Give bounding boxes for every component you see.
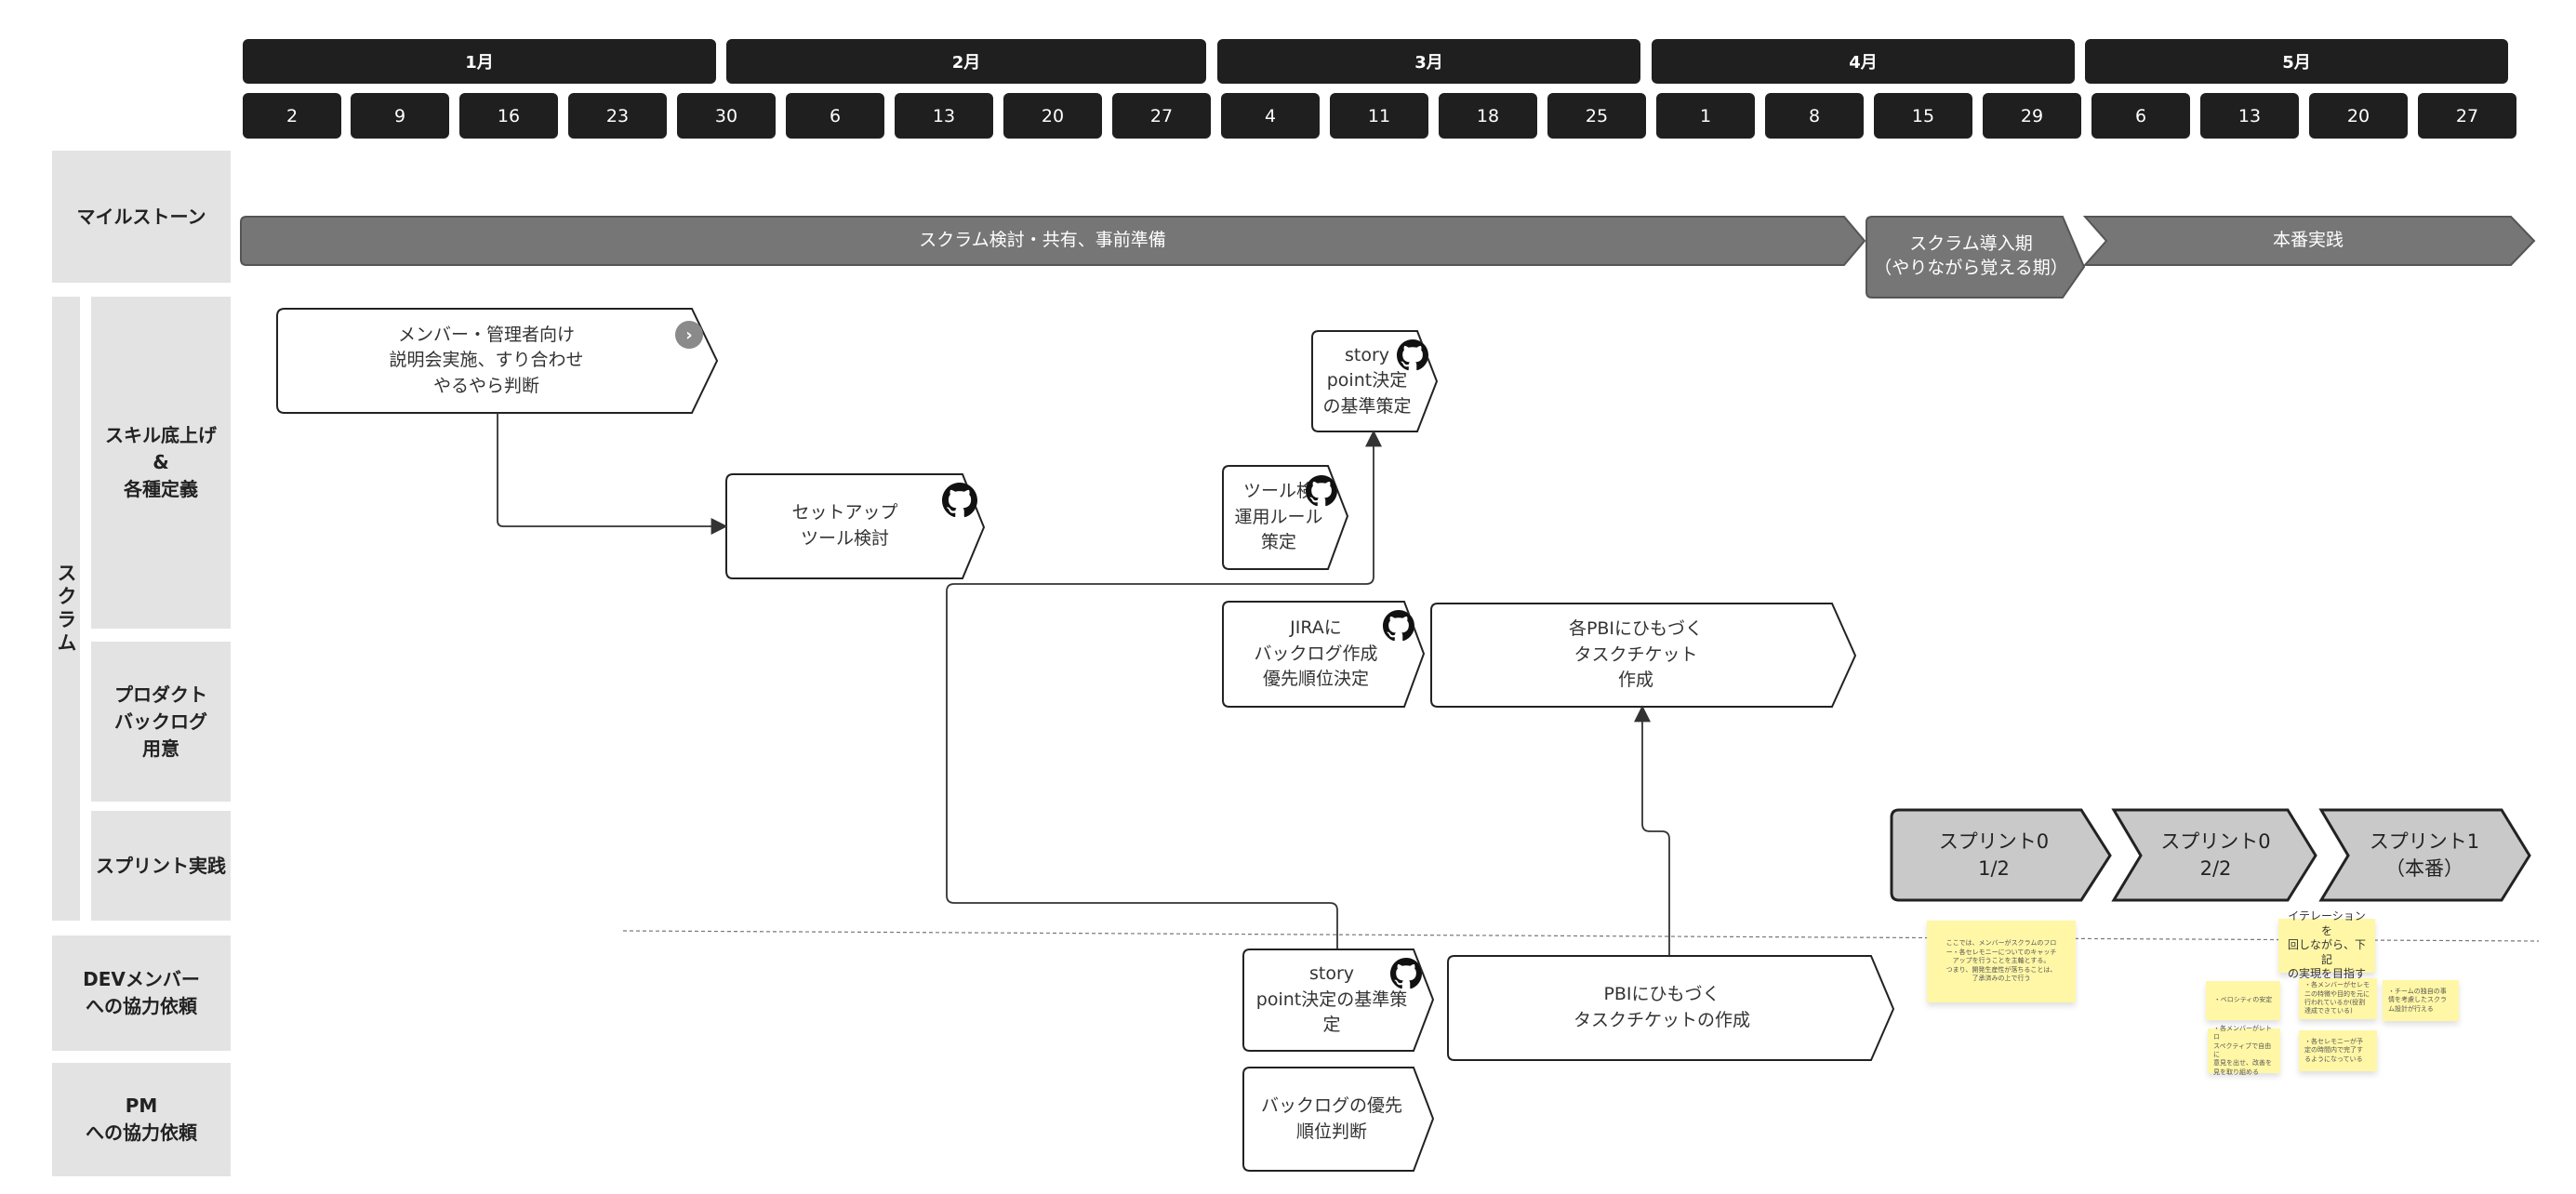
card-dev-story-point[interactable]: story point決定の基準策 定 <box>1255 963 1408 1036</box>
sticky-note-retro[interactable]: ・各メンバーがレトロ スペクティブで自由に 意見を出せ、改善を 見を取り組める <box>2208 1025 2280 1076</box>
week-header-cell: 27 <box>1112 93 1211 139</box>
card-tool-rule[interactable]: ツール検 運用ルール 策定 <box>1234 481 1323 553</box>
week-header-cell: 23 <box>568 93 667 139</box>
card-shape-briefing <box>276 308 719 414</box>
sprint-shape-0b <box>2111 808 2317 902</box>
sprint-0-part1[interactable]: スプリント0 1/2 <box>1938 830 2050 880</box>
github-icon[interactable] <box>1397 339 1428 371</box>
month-header-4: 4月 <box>1652 39 2075 84</box>
separator-line <box>622 930 2540 942</box>
month-header-3: 3月 <box>1217 39 1640 84</box>
week-header-cell: 16 <box>459 93 558 139</box>
sprint-shape-0a <box>1890 808 2112 902</box>
github-icon[interactable] <box>1383 610 1414 642</box>
week-header-cell: 13 <box>2200 93 2299 139</box>
sticky-note-iteration-goal[interactable]: イテレーションを 回しながら、下記 の実現を目指す <box>2278 909 2375 980</box>
week-header-cell: 4 <box>1221 93 1320 139</box>
row-label-dev: DEVメンバー への協力依頼 <box>52 935 231 1051</box>
row-label-pm: PM への協力依頼 <box>52 1063 231 1176</box>
row-label-sprint: スプリント実践 <box>91 811 231 921</box>
github-icon[interactable] <box>1390 958 1422 989</box>
week-header-cell: 15 <box>1874 93 1972 139</box>
row-label-milestone: マイルストーン <box>52 151 231 283</box>
card-jira-backlog[interactable]: JIRAに バックログ作成 優先順位決定 <box>1254 617 1378 690</box>
week-header-cell: 9 <box>351 93 449 139</box>
card-shape-pm-priority <box>1242 1067 1435 1172</box>
milestone-arrow-prep <box>240 216 1866 266</box>
sprint-1[interactable]: スプリント1 （本番） <box>2369 830 2480 880</box>
week-header-cell: 11 <box>1330 93 1428 139</box>
card-shape-dev-pbi-tickets <box>1447 955 1895 1061</box>
week-header-cell: 13 <box>895 93 993 139</box>
sprint-shape-1 <box>2318 808 2531 902</box>
week-header-cell: 1 <box>1656 93 1755 139</box>
sticky-note-sprint0[interactable]: ここでは、メンバーがスクラムのフロ ー・各セレモニーについてのキャッチ アップを… <box>1927 921 2076 1002</box>
milestone-intro-label: スクラム導入期 （やりながら覚える期） <box>1874 233 2068 278</box>
chevron-right-icon[interactable]: › <box>675 321 703 349</box>
week-header-cell: 30 <box>677 93 776 139</box>
card-shape-setup <box>725 473 986 579</box>
week-header-cell: 6 <box>786 93 884 139</box>
github-icon[interactable] <box>942 483 977 518</box>
row-label-backlog: プロダクト バックログ 用意 <box>91 642 231 802</box>
connector-devsp-to-storypoint <box>946 430 1382 949</box>
milestone-arrow-intro <box>1866 216 2086 298</box>
month-header-2: 2月 <box>726 39 1206 84</box>
week-header-cell: 20 <box>1003 93 1102 139</box>
month-header-1: 1月 <box>243 39 716 84</box>
month-header-5: 5月 <box>2085 39 2508 84</box>
week-header-cell: 29 <box>1983 93 2081 139</box>
card-briefing[interactable]: メンバー・管理者向け 説明会実施、すり合わせ やるやら判断 <box>389 324 584 396</box>
week-header-cell: 20 <box>2309 93 2408 139</box>
sticky-note-team-design[interactable]: ・チームの独自の事 情を考慮したスクラ ム設計が行える <box>2383 980 2459 1021</box>
week-header-cell: 6 <box>2091 93 2190 139</box>
sprint-0-part2[interactable]: スプリント0 2/2 <box>2160 830 2271 880</box>
card-dev-pbi-tickets[interactable]: PBIにひもづく タスクチケットの作成 <box>1573 984 1750 1030</box>
milestone-arrow-prod <box>2082 216 2536 266</box>
week-header-cell: 27 <box>2418 93 2516 139</box>
week-header-cell: 25 <box>1547 93 1646 139</box>
milestone-prep-label: スクラム検討・共有、事前準備 <box>919 230 1166 251</box>
milestone-prod-label: 本番実践 <box>2272 230 2344 251</box>
sticky-note-ceremony-time[interactable]: ・各セレモニーが予 定の時間内で完了す るようになっている <box>2299 1030 2377 1071</box>
connector-devpbi-to-pbi <box>1634 705 1670 955</box>
card-story-point-rule[interactable]: story point決定 の基準策定 <box>1322 344 1412 417</box>
github-icon[interactable] <box>1306 475 1337 507</box>
card-pm-priority[interactable]: バックログの優先 順位判断 <box>1260 1094 1402 1142</box>
card-shape-dev-story-point <box>1242 949 1435 1052</box>
card-pbi-tickets[interactable]: 各PBIにひもづく タスクチケット 作成 <box>1568 618 1704 691</box>
card-setup[interactable]: セットアップ ツール検討 <box>791 502 898 549</box>
week-header-cell: 2 <box>243 93 341 139</box>
sticky-note-ceremony-understanding[interactable]: ・各メンバーがセレモ ニの特徴や目的を元に 行われているか(役割 達成できている… <box>2299 978 2377 1019</box>
week-header-cell: 8 <box>1765 93 1864 139</box>
connector-briefing-to-setup <box>497 413 728 535</box>
card-shape-pbi-tickets <box>1430 603 1857 708</box>
week-header-cell: 18 <box>1439 93 1537 139</box>
row-label-skill: スキル底上げ & 各種定義 <box>91 297 231 629</box>
card-shape-jira-backlog <box>1222 601 1426 708</box>
row-label-scrum: スクラム <box>52 297 80 921</box>
sticky-note-velocity[interactable]: ・ベロシティの安定 <box>2206 981 2280 1020</box>
